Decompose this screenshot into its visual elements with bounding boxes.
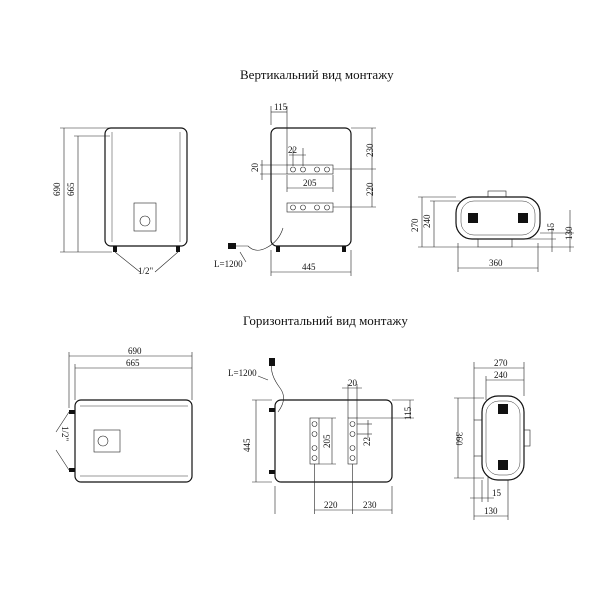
wall-bracket-horizontal <box>473 419 483 457</box>
dim-horizontal-depth-total: 270 <box>494 358 508 368</box>
power-cable <box>236 227 284 251</box>
pipe-right-icon <box>518 213 528 223</box>
wall-bracket-side <box>477 238 513 248</box>
dim-vertical-height-body: 665 <box>66 182 76 196</box>
dim-vertical-top-offset: 115 <box>274 102 288 112</box>
dim-vertical-width: 445 <box>302 262 316 272</box>
dim-horizontal-top-offset: 115 <box>403 406 413 420</box>
power-cable-horizontal <box>271 363 284 413</box>
dim-horizontal-bracket-gap: 15 <box>492 488 502 498</box>
dim-horizontal-left-to-bracket: 220 <box>324 500 338 510</box>
vertical-back-view: 115 22 20 205 230 220 <box>214 102 376 276</box>
dim-horizontal-bracket-height: 205 <box>322 434 332 448</box>
side-fitting <box>523 429 531 447</box>
dim-vertical-bracket-gap: 15 <box>546 223 556 233</box>
dim-vertical-hole-spacing: 22 <box>288 145 297 155</box>
dim-vertical-thread: 1/2" <box>138 266 154 276</box>
vertical-side-view: 270 240 15 130 360 <box>410 190 574 272</box>
top-fitting <box>487 190 507 198</box>
mounting-bracket-upper <box>286 164 334 175</box>
dim-horizontal-width-body: 665 <box>126 358 140 368</box>
horizontal-mounting-title: Горизонтальний вид монтажу <box>243 313 408 328</box>
dim-vertical-height-total: 690 <box>52 182 62 196</box>
dim-horizontal-side-height: 360 <box>454 432 464 446</box>
heater-body-vertical <box>104 127 188 247</box>
pipe-bottom-icon <box>498 460 508 470</box>
horizontal-front-view: 690 665 1/2" <box>55 346 193 483</box>
dim-horizontal-cable-length: L=1200 <box>228 368 257 378</box>
vertical-mounting-title: Вертикальний вид монтажу <box>240 67 394 82</box>
heater-back-horizontal <box>274 399 393 483</box>
dim-horizontal-between-brackets: 230 <box>363 500 377 510</box>
heater-back-vertical <box>270 127 352 247</box>
thermostat-knob-icon <box>139 215 151 227</box>
power-plug-icon <box>228 243 236 249</box>
power-plug-horizontal-icon <box>269 358 275 366</box>
pipe-left-icon <box>468 213 478 223</box>
dim-vertical-side-width: 360 <box>489 258 503 268</box>
vertical-front-view: 690 665 1/2" <box>52 127 188 276</box>
dim-horizontal-depth-body: 240 <box>494 370 508 380</box>
dim-horizontal-thread: 1/2" <box>60 426 70 442</box>
pipe-top-icon <box>498 404 508 414</box>
dim-horizontal-width-total: 690 <box>128 346 142 356</box>
dim-vertical-between-brackets: 220 <box>365 182 375 196</box>
dim-vertical-bracket-height: 20 <box>250 163 260 173</box>
dim-horizontal-hole-spacing: 22 <box>362 437 372 446</box>
horizontal-back-view: 20 115 445 205 22 <box>228 358 414 514</box>
mounting-bracket-lower <box>286 202 334 213</box>
heater-body-horizontal <box>74 399 193 483</box>
thermostat-knob-horizontal-icon <box>97 435 109 447</box>
dim-vertical-bracket-width: 205 <box>303 178 317 188</box>
dim-horizontal-bracket-width: 20 <box>348 378 358 388</box>
dim-horizontal-height: 445 <box>242 438 252 452</box>
control-panel <box>133 202 157 232</box>
dim-vertical-bracket-depth: 130 <box>564 226 574 240</box>
control-panel-horizontal <box>93 429 121 453</box>
dim-vertical-top-to-bracket: 230 <box>365 143 375 157</box>
dim-horizontal-bracket-depth: 130 <box>484 506 498 516</box>
dim-vertical-cable-length: L=1200 <box>214 259 243 269</box>
dim-vertical-depth-body: 240 <box>422 214 432 228</box>
horizontal-side-view: 270 240 360 15 130 <box>454 358 531 520</box>
dim-vertical-depth-total: 270 <box>410 218 420 232</box>
